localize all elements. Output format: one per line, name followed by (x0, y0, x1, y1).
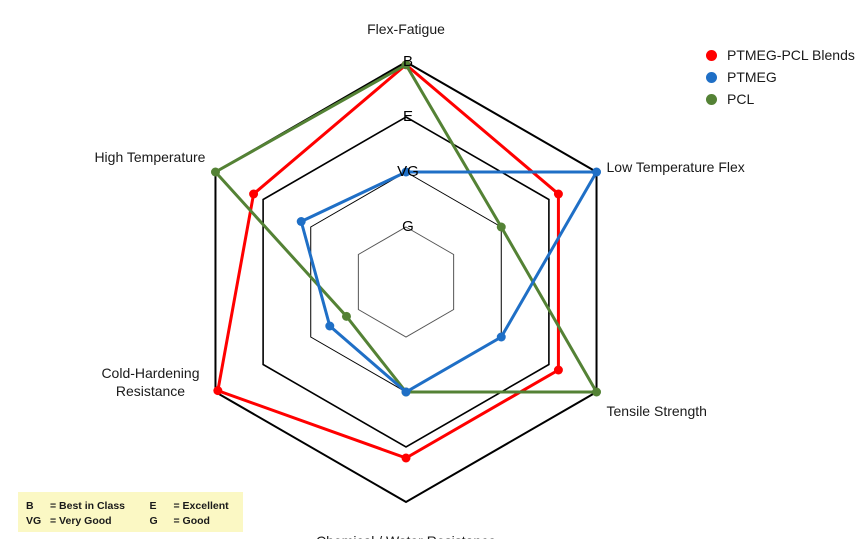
axis-label-2: Tensile Strength (607, 403, 707, 419)
legend: PTMEG-PCL Blends PTMEG PCL (706, 44, 855, 110)
data-point-0-1 (553, 189, 563, 199)
key-abbr: B (26, 499, 34, 512)
rating-tick-labels: G VG E B (397, 53, 419, 235)
legend-label-2: PCL (727, 91, 755, 107)
legend-label-1: PTMEG (727, 69, 777, 85)
key-text: = Best in Class (50, 499, 125, 512)
data-point-2-4 (341, 311, 351, 321)
key-entry-best: B = Best in Class (26, 500, 150, 512)
axis-label-line: Chemical / Water Resistance (316, 533, 496, 539)
data-point-1-1 (592, 167, 602, 177)
key-text: = Very Good (50, 514, 112, 527)
axis-label-line: Cold-Hardening (101, 365, 199, 381)
data-point-2-1 (496, 222, 506, 232)
series-line-1 (299, 170, 600, 394)
data-point-1-5 (296, 217, 306, 226)
data-point-2-5 (210, 167, 220, 177)
tick-label-E: E (403, 108, 413, 125)
axis-label-5: High Temperature (94, 149, 205, 165)
legend-item-0: PTMEG-PCL Blends (706, 44, 855, 66)
axis-label-0: Flex-Fatigue (367, 21, 445, 37)
series-1 (296, 167, 602, 397)
key-text: = Good (173, 514, 210, 527)
data-point-1-2 (496, 332, 506, 342)
data-point-0-3 (401, 453, 411, 463)
key-abbr: VG (26, 514, 42, 527)
legend-swatch-2 (706, 93, 717, 105)
data-point-1-4 (325, 321, 335, 331)
axis-label-line: High Temperature (94, 149, 205, 165)
axis-label-1: Low Temperature Flex (607, 159, 745, 175)
data-point-0-4 (213, 386, 223, 396)
legend-item-2: PCL (706, 88, 855, 110)
axis-label-line: Low Temperature Flex (607, 159, 745, 175)
data-point-2-2 (592, 387, 602, 397)
key-entry-very-good: VG = Very Good (26, 515, 150, 527)
axis-label-3: Chemical / Water Resistance (316, 533, 496, 539)
tick-label-VG: VG (397, 163, 419, 180)
data-point-0-2 (553, 365, 563, 375)
key-entry-good: G = Good (150, 515, 236, 527)
series-line-0 (216, 62, 560, 460)
axis-label-line: Tensile Strength (607, 403, 707, 419)
grid-ring-1 (357, 226, 455, 338)
axis-label-line: Resistance (116, 383, 185, 399)
data-point-2-0 (401, 60, 411, 70)
data-point-1-3 (401, 387, 411, 397)
axis-label-line: Flex-Fatigue (367, 21, 445, 37)
radar-grid (214, 60, 598, 504)
legend-label-0: PTMEG-PCL Blends (727, 47, 855, 63)
key-abbr: G (149, 514, 158, 527)
key-row: VG = Very Good G = Good (26, 513, 235, 528)
tick-label-G: G (402, 218, 414, 235)
legend-swatch-0 (706, 49, 717, 61)
series-0 (213, 60, 563, 463)
key-row: B = Best in Class E = Excellent (26, 498, 235, 513)
legend-swatch-1 (706, 71, 717, 83)
tick-label-B: B (403, 53, 413, 70)
grid-ring-4 (214, 60, 598, 504)
data-point-1-0 (401, 167, 411, 177)
key-abbr: E (149, 499, 157, 512)
key-entry-excellent: E = Excellent (150, 500, 236, 512)
rating-key: B = Best in Class E = Excellent VG = Ver… (18, 492, 243, 532)
grid-ring-3 (262, 116, 550, 448)
key-text: = Excellent (173, 499, 229, 512)
legend-item-1: PTMEG (706, 66, 855, 88)
data-point-0-5 (249, 189, 259, 199)
radar-series (210, 60, 602, 463)
